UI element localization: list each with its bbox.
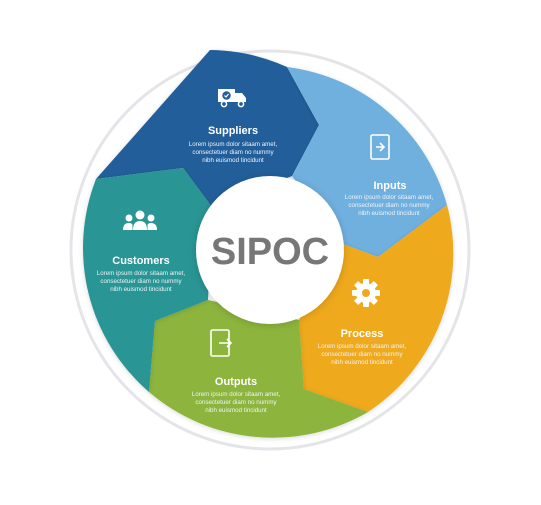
segment-text-inputs-1: Lorem ipsum dolor sitaam amet, bbox=[345, 194, 434, 201]
segment-title-customers: Customers bbox=[112, 255, 169, 267]
segment-title-inputs: Inputs bbox=[374, 180, 407, 192]
sign-in-icon bbox=[370, 134, 390, 160]
segment-suppliers[interactable] bbox=[96, 50, 319, 207]
segment-title-outputs: Outputs bbox=[215, 376, 257, 388]
sign-out-icon bbox=[210, 329, 233, 357]
segment-text-outputs-2: consectetuer diam no nummy bbox=[195, 399, 277, 406]
users-icon bbox=[123, 210, 157, 230]
segment-text-process-3: nibh euismod tincidunt bbox=[331, 359, 393, 366]
segment-outputs[interactable] bbox=[149, 300, 368, 438]
segment-text-inputs-3: nibh euismod tincidunt bbox=[358, 210, 420, 217]
segment-text-process-2: consectetuer diam no nummy bbox=[321, 351, 403, 358]
segment-text-customers-1: Lorem ipsum dolor sitaam amet, bbox=[97, 270, 186, 277]
segment-text-customers-2: consectetuer diam no nummy bbox=[100, 278, 182, 285]
center-hub bbox=[196, 176, 344, 324]
segment-text-suppliers-2: consectetuer diam no nummy bbox=[192, 149, 274, 156]
segment-title-process: Process bbox=[341, 328, 384, 340]
truck-icon bbox=[218, 89, 246, 108]
segment-text-outputs-1: Lorem ipsum dolor sitaam amet, bbox=[192, 391, 281, 398]
gear-icon bbox=[352, 279, 380, 307]
segment-text-outputs-3: nibh euismod tincidunt bbox=[205, 407, 267, 414]
segment-text-process-1: Lorem ipsum dolor sitaam amet, bbox=[318, 343, 407, 350]
center-label: SIPOC bbox=[211, 231, 329, 273]
segment-customers[interactable] bbox=[83, 168, 213, 392]
segment-text-suppliers-3: nibh euismod tincidunt bbox=[202, 157, 264, 164]
segment-text-suppliers-1: Lorem ipsum dolor sitaam amet, bbox=[189, 141, 278, 148]
segment-text-customers-3: nibh euismod tincidunt bbox=[110, 286, 172, 293]
segment-title-suppliers: Suppliers bbox=[208, 125, 258, 137]
segment-text-inputs-2: consectetuer diam no nummy bbox=[348, 202, 430, 209]
